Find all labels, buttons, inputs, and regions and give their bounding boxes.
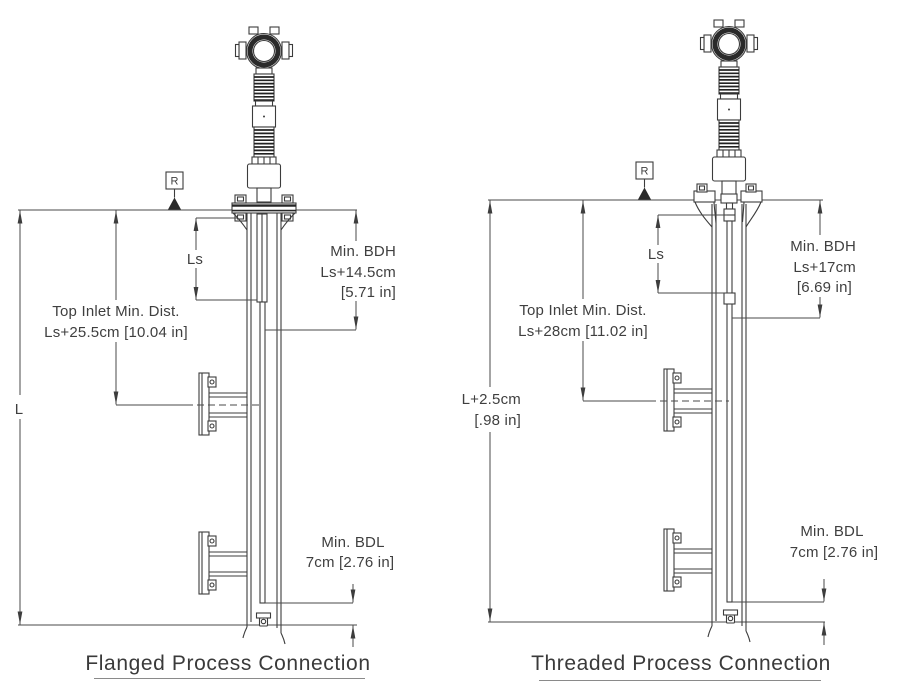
bdh-label-3: [6.69 in] <box>797 279 852 296</box>
upper-nozzle-icon <box>663 368 713 432</box>
dim-overall-length: L+2.5cm [.98 in] <box>454 200 523 622</box>
datum-label: R <box>171 176 179 188</box>
transmitter-icon <box>701 20 758 195</box>
label-background <box>646 245 666 263</box>
label-background <box>185 250 205 268</box>
bdh-label-1: Min. BDH <box>330 243 396 260</box>
bdl-label-1: Min. BDL <box>321 534 384 551</box>
ls-label: Ls <box>648 246 664 263</box>
probe <box>722 208 739 624</box>
ls-label: Ls <box>187 251 203 268</box>
lower-nozzle-icon <box>663 528 713 592</box>
datum-symbol: R <box>165 171 184 210</box>
top-inlet-label-2: Ls+28cm [11.02 in] <box>518 323 648 340</box>
dim-bdl: Min. BDL 7cm [2.76 in] <box>265 534 394 647</box>
dim-top-inlet: Top Inlet Min. Dist. Ls+25.5cm [10.04 in… <box>36 210 196 406</box>
length-label-alt: [.98 in] <box>474 412 521 429</box>
chamber <box>232 212 296 645</box>
top-inlet-label-1: Top Inlet Min. Dist. <box>519 302 646 319</box>
bdl-label-2: 7cm [2.76 in] <box>306 554 394 571</box>
diagram-title: Flanged Process Connection <box>85 652 370 675</box>
length-label: L+2.5cm <box>462 391 521 408</box>
label-background <box>313 241 399 301</box>
upper-nozzle-icon <box>198 372 248 436</box>
flanged-diagram: R <box>10 27 399 679</box>
label-background <box>454 387 523 432</box>
lower-nozzle-icon <box>198 531 248 595</box>
bdl-label-2: 7cm [2.76 in] <box>790 544 878 561</box>
dim-bdh: Min. BDH Ls+17cm [6.69 in] <box>732 200 860 319</box>
dim-top-inlet: Top Inlet Min. Dist. Ls+28cm [11.02 in] <box>506 200 660 402</box>
top-inlet-label-2: Ls+25.5cm [10.04 in] <box>44 324 188 341</box>
dim-overall-length: L <box>10 210 28 625</box>
bdh-label-1: Min. BDH <box>790 238 856 255</box>
datum-triangle-icon <box>168 197 181 210</box>
bdh-label-2: Ls+14.5cm <box>320 264 396 281</box>
threaded-diagram: R <box>454 20 878 681</box>
label-background <box>36 300 196 342</box>
dim-bdh: Min. BDH Ls+14.5cm [5.71 in] <box>265 210 399 331</box>
dim-ls: Ls <box>646 214 731 294</box>
dim-bdl: Min. BDL 7cm [2.76 in] <box>732 523 878 645</box>
datum-triangle-icon <box>638 187 651 200</box>
datum-symbol: R <box>635 161 654 200</box>
bdh-label-3: [5.71 in] <box>341 284 396 301</box>
transmitter-icon <box>236 27 293 202</box>
top-inlet-label-1: Top Inlet Min. Dist. <box>52 303 179 320</box>
threaded-mount <box>693 183 763 228</box>
datum-label: R <box>641 166 649 178</box>
diagram-title: Threaded Process Connection <box>531 652 831 675</box>
label-background <box>506 299 660 341</box>
bdl-label-1: Min. BDL <box>800 523 863 540</box>
dim-ls: Ls <box>185 217 257 301</box>
label-background <box>778 235 860 297</box>
process-flange <box>231 194 297 222</box>
label-background <box>10 395 28 419</box>
bdh-label-2: Ls+17cm <box>793 259 856 276</box>
length-label: L <box>15 401 24 418</box>
chamber <box>707 204 751 643</box>
probe <box>255 213 272 627</box>
